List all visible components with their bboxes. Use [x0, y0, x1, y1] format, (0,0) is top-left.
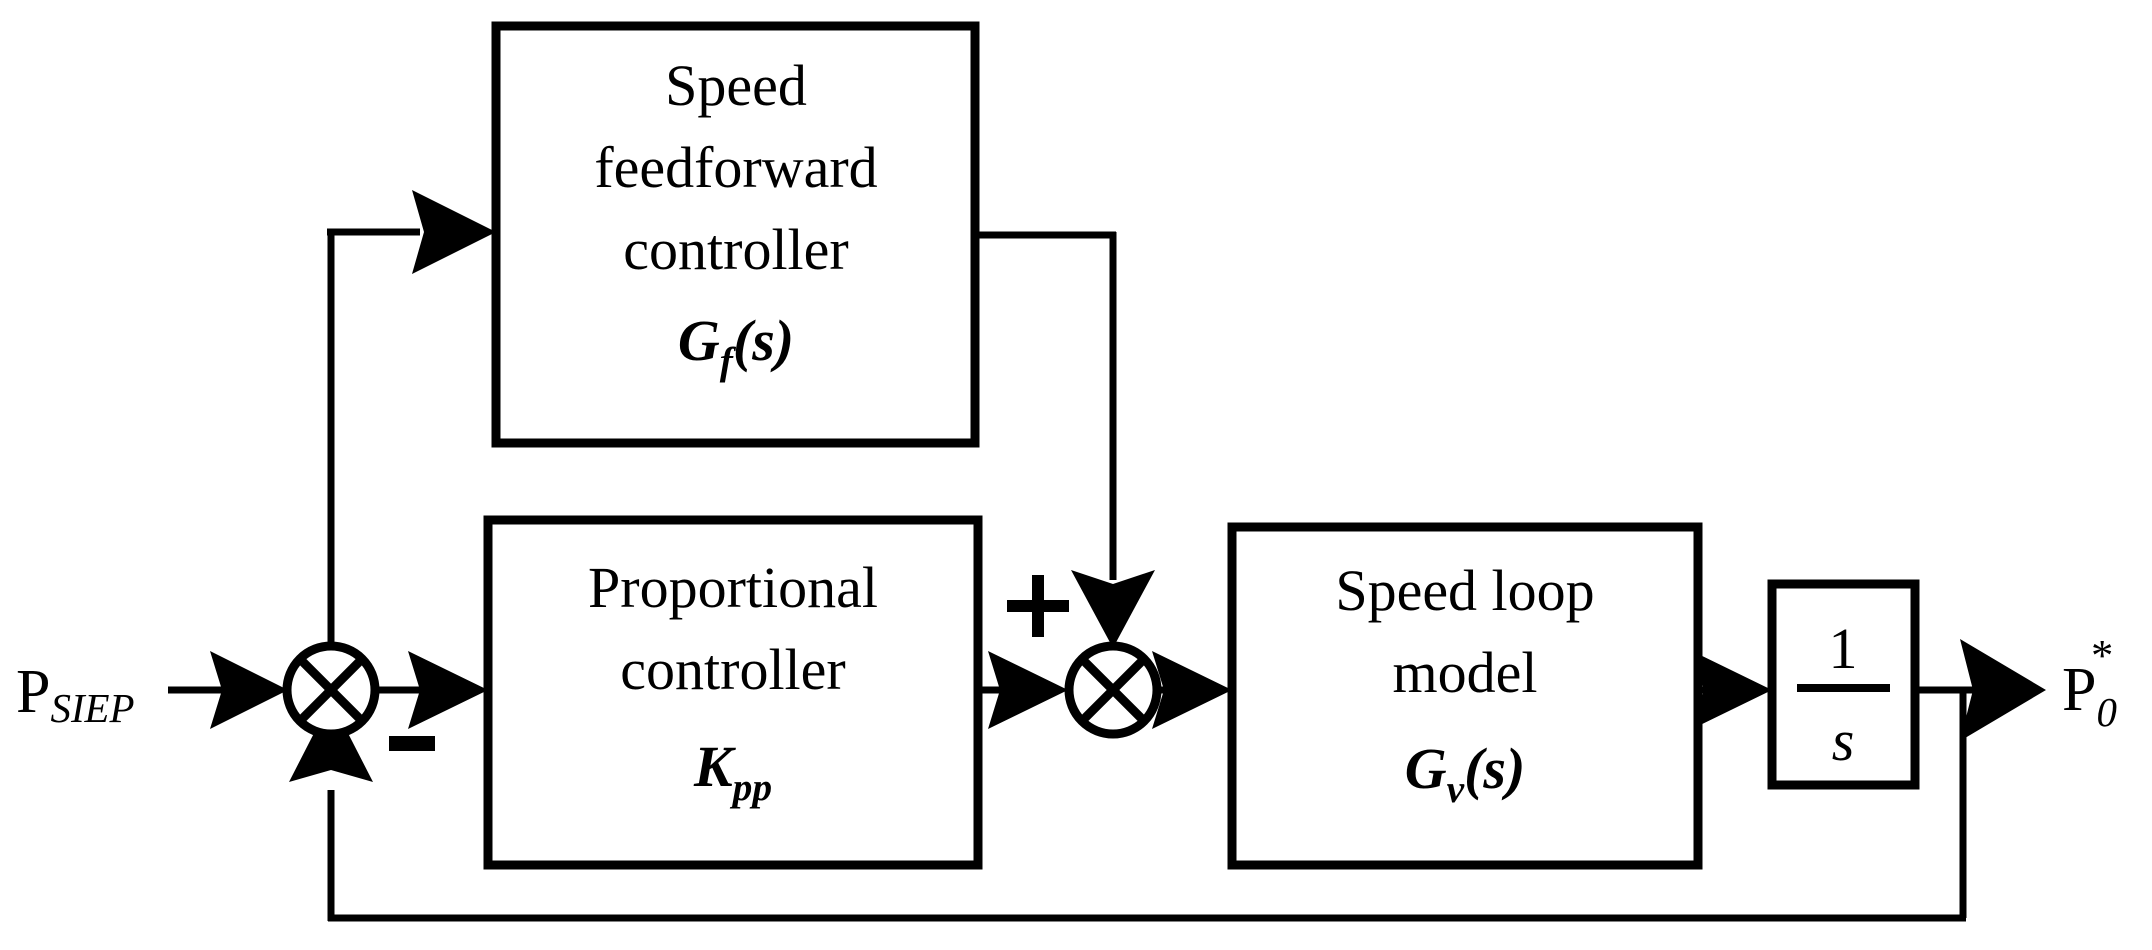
- wire-error-to-proportional: [374, 651, 488, 729]
- wire-speed-loop-to-integrator: [1692, 651, 1772, 729]
- block-prop-line2: controller: [620, 637, 845, 702]
- block-ff-symbol: Gf(s): [678, 308, 794, 383]
- block-prop-symbol-sub: pp: [730, 765, 772, 809]
- input-label-sub: SIEP: [50, 686, 134, 731]
- summing-junction-error[interactable]: [282, 641, 380, 739]
- arrowhead-sum-in-left: [988, 651, 1068, 729]
- block-integrator[interactable]: 1 s: [1767, 579, 1920, 790]
- output-label-sup: *: [2091, 630, 2113, 680]
- integrator-denominator: s: [1832, 708, 1855, 773]
- arrowhead-feedforward-out: [1071, 570, 1155, 648]
- block-sl-symbol-main: G: [1405, 736, 1447, 801]
- block-ff-line3: controller: [623, 217, 848, 282]
- wire-feedforward-to-sum: [975, 231, 1155, 648]
- block-sl-symbol-tail: (s): [1464, 736, 1525, 801]
- sign-positive: [1007, 575, 1069, 637]
- arrowhead-feedforward-in: [412, 190, 496, 274]
- block-ff-line1: Speed: [665, 53, 807, 118]
- output-label-sub: 0: [2096, 690, 2116, 735]
- input-label: PSIEP: [16, 658, 135, 731]
- sign-negative: [389, 736, 435, 751]
- block-ff-symbol-main: G: [678, 308, 720, 373]
- integrator-numerator: 1: [1829, 616, 1858, 681]
- block-proportional-controller[interactable]: Proportional controller Kpp: [483, 515, 983, 870]
- wire-feedback-loop: [289, 690, 1967, 922]
- wire-feedforward-branch: [327, 190, 496, 645]
- arrowhead-integrator-in: [1692, 651, 1772, 729]
- wire-input-to-error-junction: [168, 651, 288, 729]
- block-sl-line1: Speed loop: [1335, 558, 1594, 623]
- block-speed-feedforward-controller[interactable]: Speed feedforward controller Gf(s): [491, 21, 980, 448]
- block-sl-line2: model: [1393, 640, 1538, 705]
- summing-junction-feedforward[interactable]: [1064, 641, 1162, 739]
- arrowhead-output: [1960, 639, 2046, 741]
- arrowhead-speed-loop-in: [1152, 651, 1232, 729]
- block-prop-symbol-main: K: [693, 734, 736, 799]
- input-label-main: P: [16, 658, 50, 726]
- block-prop-symbol: Kpp: [693, 734, 772, 809]
- block-sl-symbol-sub: v: [1447, 767, 1465, 811]
- block-sl-symbol: Gv(s): [1405, 736, 1526, 811]
- arrowhead-proportional-in: [408, 651, 488, 729]
- wire-proportional-to-sum: [978, 651, 1068, 729]
- block-speed-loop-model[interactable]: Speed loop model Gv(s): [1227, 522, 1703, 870]
- block-ff-line2: feedforward: [594, 135, 877, 200]
- output-label-main: P: [2062, 656, 2096, 724]
- arrowhead-input: [210, 651, 288, 729]
- block-ff-symbol-tail: (s): [733, 308, 794, 373]
- output-label: P0 *: [2062, 630, 2117, 735]
- block-prop-line1: Proportional: [588, 555, 878, 620]
- wire-sum-to-speed-loop: [1152, 651, 1232, 729]
- arrowhead-feedback-in: [289, 700, 373, 782]
- wire-integrator-to-output: [1915, 639, 2046, 741]
- block-ff-symbol-sub: f: [720, 339, 737, 383]
